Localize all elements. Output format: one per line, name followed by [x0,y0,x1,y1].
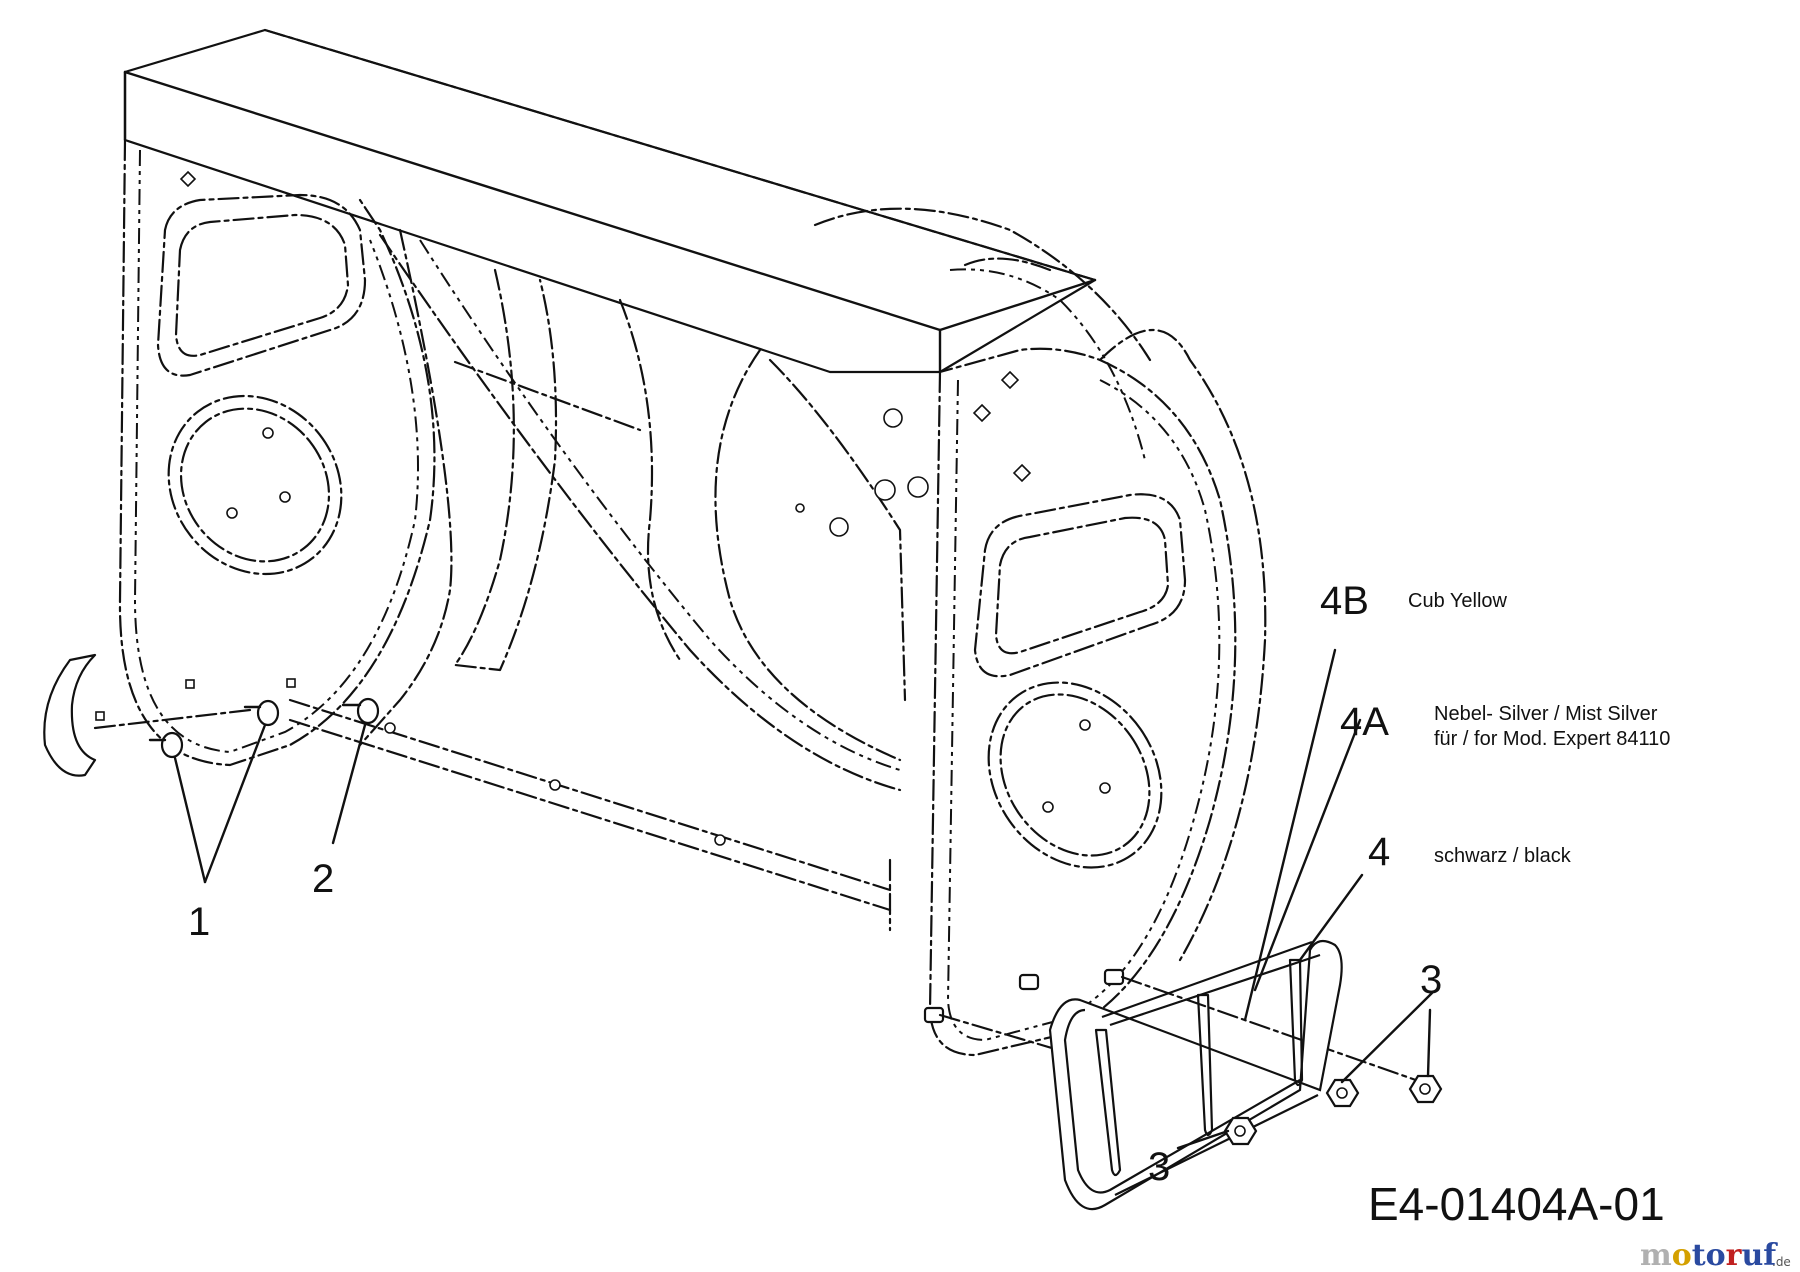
housing-top-panel [123,28,1097,374]
left-oval-plate [167,394,343,576]
bottom-rail [288,698,892,892]
callout-1: 1 [188,900,210,944]
note-4a-color: Nebel- Silver / Mist Silver [1434,703,1658,725]
left-side-plate [118,138,436,767]
shoe-rib [1094,1028,1122,1177]
drawing-code: E4-01404A-01 [1368,1178,1665,1230]
svg-text:.de: .de [1772,1255,1791,1269]
callout-4: 4 [1368,830,1390,874]
note-4-color: schwarz / black [1434,845,1572,867]
callout-4b: 4B [1320,579,1369,623]
callout-3-lower: 3 [1148,1145,1170,1189]
right-side-plate [928,347,1237,1057]
auger-drum-back [813,207,1152,362]
carriage-bolt-1a [160,731,184,759]
auger-housing-curve [378,233,902,792]
skid-shoe [1048,939,1343,1211]
auger-housing-drawing [43,28,1267,1057]
right-oval-plate [987,681,1163,869]
mount-hole [883,408,903,428]
callout-4a: 4A [1340,700,1389,744]
callout-3-upper: 3 [1420,958,1442,1002]
leader-lines [173,648,1434,1150]
hex-nut-c [1223,1116,1258,1146]
svg-text:motoruf: motoruf [1640,1238,1778,1272]
motoruf-logo: motoruf .de [1640,1238,1791,1272]
callout-2: 2 [312,857,334,901]
carriage-bolt-1b [256,699,280,727]
right-upper-opening [973,493,1187,678]
note-4a-model: für / for Mod. Expert 84110 [1434,728,1670,750]
left-skid-edge [43,653,97,777]
left-upper-opening [156,193,367,377]
note-4b-color: Cub Yellow [1408,590,1508,612]
carriage-bolts [93,697,380,759]
hex-nut-a [1325,1078,1360,1108]
carriage-bolt-2 [356,697,380,725]
skid-shoe-assembly [923,939,1443,1211]
hex-nut-b [1408,1074,1443,1104]
